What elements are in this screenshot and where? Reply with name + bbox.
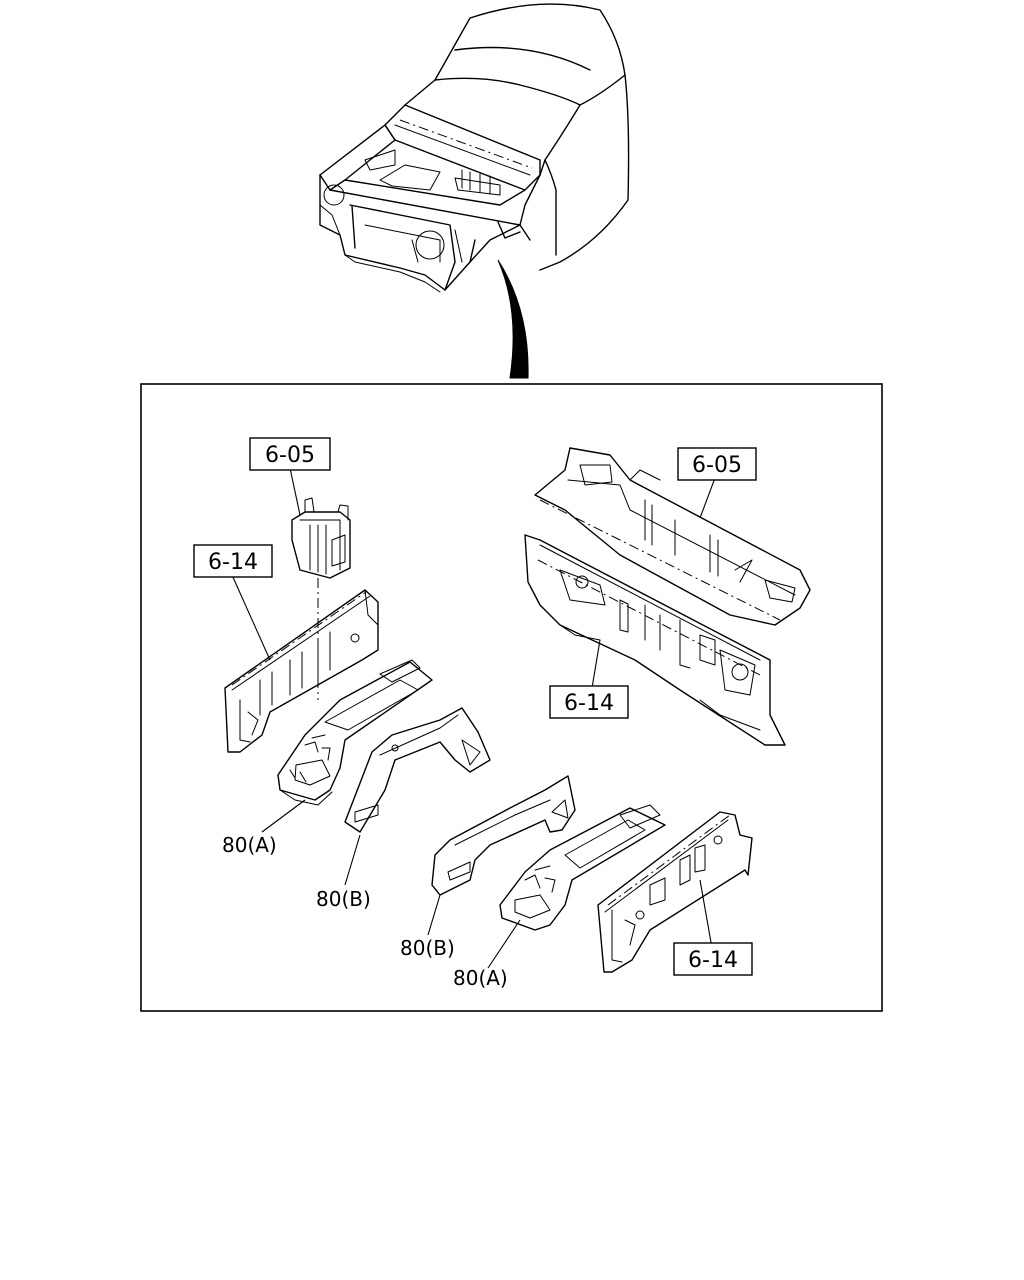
upper-left-bracket bbox=[291, 497, 351, 700]
part-80a-left bbox=[277, 659, 433, 806]
right-cross-member bbox=[534, 447, 811, 626]
part-label-80b-right: 80(B) bbox=[400, 936, 455, 960]
svg-text:6-14: 6-14 bbox=[688, 948, 738, 973]
right-side-panel bbox=[597, 811, 753, 973]
part-label-80b-left: 80(B) bbox=[316, 887, 371, 911]
right-dash-panel bbox=[524, 534, 786, 746]
part-80b-right bbox=[431, 775, 576, 896]
vehicle-body-overview bbox=[319, 3, 630, 379]
detail-frame bbox=[140, 383, 883, 1012]
part-80b-left bbox=[344, 707, 491, 833]
part-label-80a-left: 80(A) bbox=[222, 833, 277, 857]
connection-arrow bbox=[497, 259, 529, 379]
left-side-panel bbox=[224, 589, 379, 753]
ref-label-605-left[interactable]: 6-05 bbox=[249, 437, 331, 471]
part-80a-right bbox=[499, 804, 666, 931]
svg-text:6-05: 6-05 bbox=[265, 443, 315, 468]
svg-text:6-05: 6-05 bbox=[692, 453, 742, 478]
svg-text:6-14: 6-14 bbox=[564, 691, 614, 716]
ref-label-614-bottom[interactable]: 6-14 bbox=[673, 942, 753, 976]
ref-label-614-left[interactable]: 6-14 bbox=[193, 544, 273, 578]
ref-label-605-right[interactable]: 6-05 bbox=[677, 447, 757, 481]
part-label-80a-right: 80(A) bbox=[453, 966, 508, 990]
svg-text:6-14: 6-14 bbox=[208, 550, 258, 575]
ref-label-614-mid[interactable]: 6-14 bbox=[549, 685, 629, 719]
leader-lines bbox=[231, 467, 716, 969]
